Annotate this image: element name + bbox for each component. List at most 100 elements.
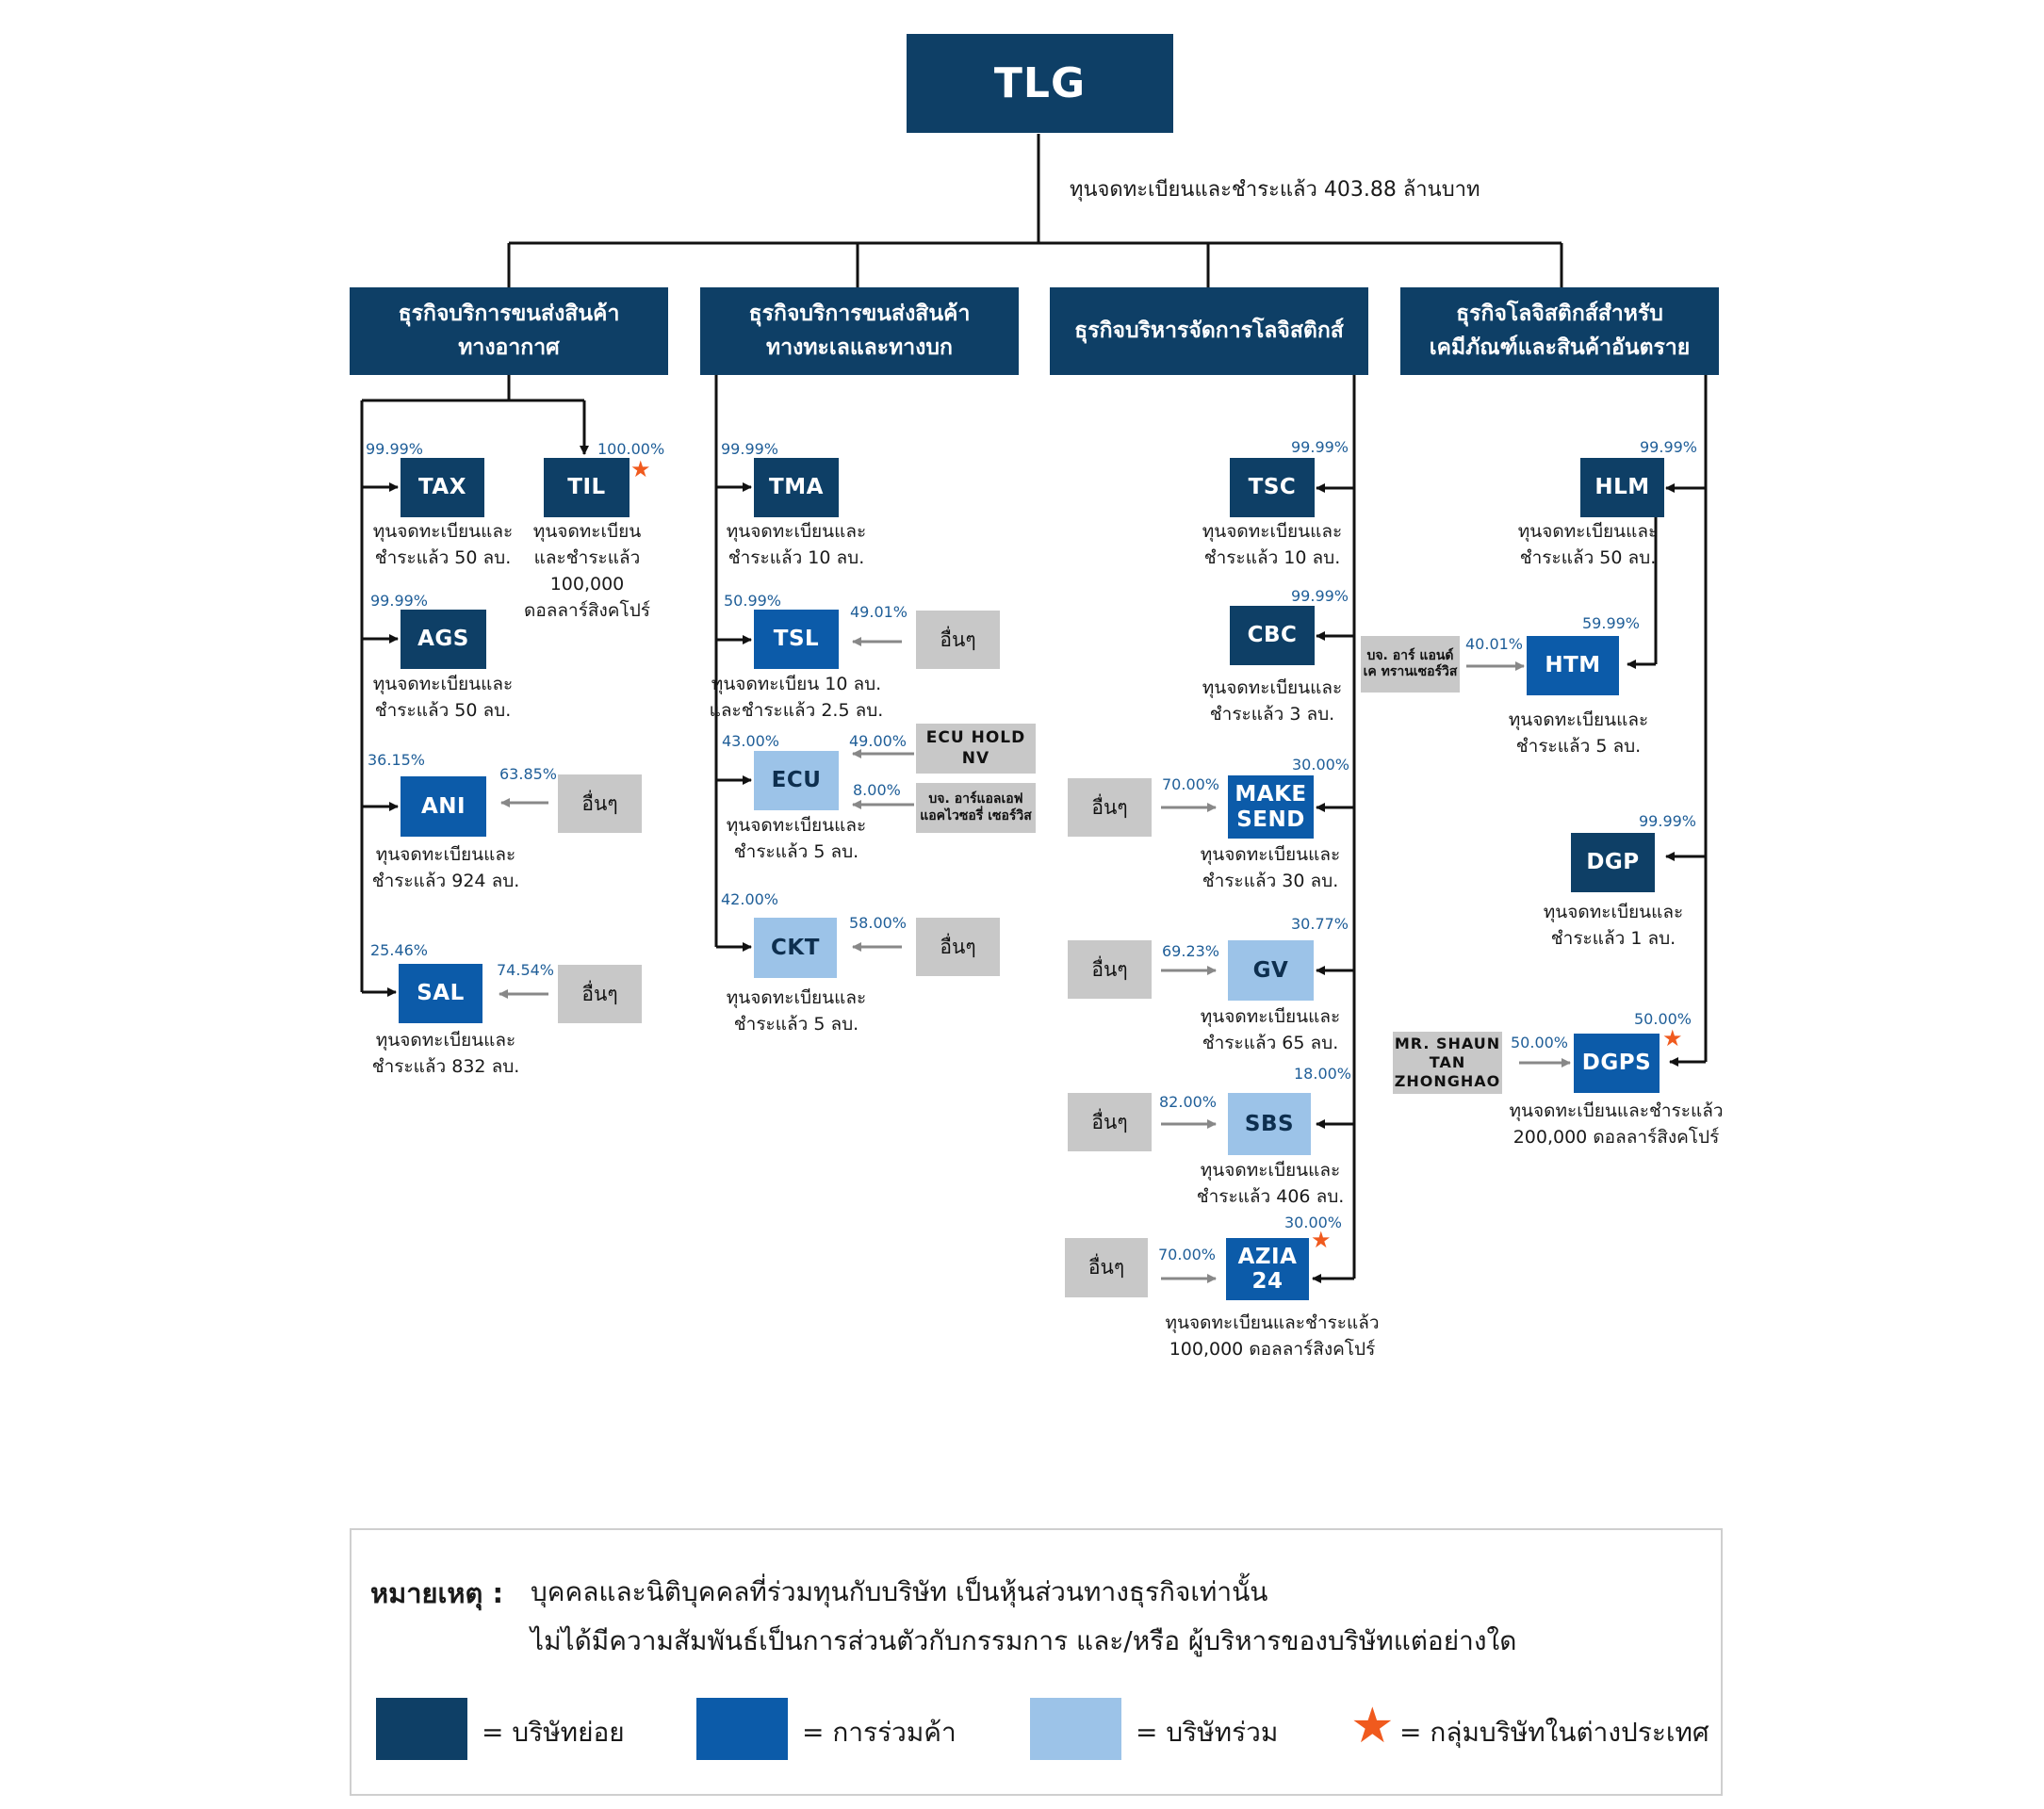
company-hlm: HLM [1580, 458, 1664, 517]
htm-others-percentage: 40.01% [1465, 635, 1524, 653]
sbs-percentage: 18.00% [1294, 1065, 1352, 1083]
company-htm: HTM [1527, 636, 1619, 695]
ckt-capital: ทุนจดทะเบียนและ ชำระแล้ว 5 ลบ. [707, 985, 886, 1037]
ecu-capital: ทุนจดทะเบียนและ ชำระแล้ว 5 ลบ. [707, 812, 886, 865]
til-percentage: 100.00% [597, 440, 665, 458]
root-company-tlg: TLG [907, 34, 1173, 133]
company-ani: ANI [401, 776, 486, 837]
root-capital: ทุนจดทะเบียนและชำระแล้ว 403.88 ล้านบาท [1070, 178, 1480, 202]
dgps-percentage: 50.00% [1634, 1010, 1692, 1028]
makesend-name-line2: SEND [1236, 807, 1305, 832]
note-label: หมายเหตุ : [370, 1577, 504, 1609]
hlm-capital-line1: ทุนจดทะเบียนและ [1517, 521, 1659, 542]
cbc-percentage: 99.99% [1291, 587, 1349, 605]
sal-other-shareholders: อื่นๆ [558, 965, 642, 1023]
ags-percentage: 99.99% [370, 592, 429, 610]
cbc-capital-line1: ทุนจดทะเบียนและ [1202, 677, 1343, 698]
cbc-capital-line2: ชำระแล้ว 3 ลบ. [1209, 704, 1335, 725]
ecu-rlf-shareholder: บจ. อาร์แอลเอฟ แอคไวซอรี่ เซอร์วิส [916, 783, 1036, 833]
ags-capital-line2: ชำระแล้ว 50 ลบ. [374, 700, 512, 721]
ecu-capital-line1: ทุนจดทะเบียนและ [726, 815, 867, 836]
ecu-capital-line2: ชำระแล้ว 5 ลบ. [733, 841, 859, 862]
tsl-other-shareholders: อื่นๆ [916, 611, 1000, 669]
section-sea-land-freight: ธุรกิจบริการขนส่งสินค้า ทางทะเลและทางบก [700, 287, 1019, 375]
ani-other-shareholders: อื่นๆ [558, 774, 642, 833]
legend-swatch-joint-venture [696, 1698, 788, 1760]
dgp-capital: ทุนจดทะเบียนและ ชำระแล้ว 1 ลบ. [1524, 899, 1703, 952]
makesend-others-percentage: 70.00% [1162, 775, 1220, 793]
dgp-capital-line1: ทุนจดทะเบียนและ [1543, 902, 1684, 922]
ckt-others-percentage: 58.00% [849, 914, 908, 932]
ecu-rlf-line1: บจ. อาร์แอลเอฟ [928, 791, 1023, 807]
gv-other-shareholders: อื่นๆ [1068, 940, 1152, 999]
azia-percentage: 30.00% [1284, 1214, 1343, 1231]
legend-associate: = บริษัทร่วม [1136, 1717, 1279, 1748]
legend-swatch-associate [1030, 1698, 1121, 1760]
section-sea-line1: ธุรกิจบริการขนส่งสินค้า [748, 301, 971, 326]
ecu-hold-line1: ECU HOLD [925, 728, 1026, 748]
til-capital-line3: 100,000 [549, 574, 625, 595]
ani-others-percentage: 63.85% [499, 765, 558, 783]
legend-subsidiary: = บริษัทย่อย [482, 1717, 625, 1748]
ckt-percentage: 42.00% [721, 890, 779, 908]
company-sbs: SBS [1228, 1093, 1311, 1155]
note-line2: ไม่ได้มีความสัมพันธ์เป็นการส่วนตัวกับกรร… [531, 1625, 1517, 1656]
company-ecu: ECU [754, 751, 839, 810]
section-logistics-line1: ธุรกิจบริหารจัดการโลจิสติกส์ [1074, 318, 1344, 343]
ags-capital: ทุนจดทะเบียนและ ชำระแล้ว 50 ลบ. [353, 671, 532, 724]
note-line1: บุคคลและนิติบุคคลที่ร่วมทุนกับบริษัท เป็… [531, 1576, 1268, 1607]
tsl-capital: ทุนจดทะเบียน 10 ลบ. และชำระแล้ว 2.5 ลบ. [697, 671, 895, 724]
tsl-capital-line1: ทุนจดทะเบียน 10 ลบ. [711, 674, 882, 694]
sbs-others-percentage: 82.00% [1159, 1093, 1218, 1111]
dgps-capital-line1: ทุนจดทะเบียนและชำระแล้ว [1509, 1100, 1724, 1121]
makesend-name-line1: MAKE [1235, 782, 1307, 807]
tsc-capital: ทุนจดทะเบียนและ ชำระแล้ว 10 ลบ. [1183, 518, 1362, 571]
company-ags: AGS [401, 610, 486, 669]
legend-joint-venture: = การร่วมค้า [802, 1717, 957, 1748]
company-dgp: DGP [1571, 833, 1655, 892]
dgps-others-percentage: 50.00% [1511, 1034, 1569, 1051]
tax-capital-line2: ชำระแล้ว 50 ลบ. [374, 547, 512, 568]
dgps-capital: ทุนจดทะเบียนและชำระแล้ว 200,000 ดอลลาร์ส… [1498, 1098, 1734, 1150]
star-icon: ★ [1350, 1698, 1395, 1754]
section-chemical-logistics: ธุรกิจโลจิสติกส์สำหรับ เคมีภัณฑ์และสินค้… [1400, 287, 1719, 375]
ani-percentage: 36.15% [368, 751, 426, 769]
sal-percentage: 25.46% [370, 941, 429, 959]
gv-capital-line1: ทุนจดทะเบียนและ [1200, 1006, 1341, 1027]
tsc-capital-line1: ทุนจดทะเบียนและ [1202, 521, 1343, 542]
sal-others-percentage: 74.54% [497, 961, 555, 979]
sal-capital-line2: ชำระแล้ว 832 ลบ. [371, 1056, 520, 1077]
shaun-line1: MR. SHAUN [1394, 1035, 1501, 1052]
section-logistics-management: ธุรกิจบริหารจัดการโลจิสติกส์ [1050, 287, 1368, 375]
hlm-capital: ทุนจดทะเบียนและ ชำระแล้ว 50 ลบ. [1498, 518, 1677, 571]
hlm-percentage: 99.99% [1640, 438, 1698, 456]
company-gv: GV [1228, 940, 1314, 1001]
ags-capital-line1: ทุนจดทะเบียนและ [372, 674, 514, 694]
company-tsl: TSL [754, 610, 839, 669]
ani-capital-line2: ชำระแล้ว 924 ลบ. [371, 871, 520, 891]
azia-capital: ทุนจดทะเบียนและชำระแล้ว 100,000 ดอลลาร์ส… [1154, 1310, 1390, 1362]
tax-capital: ทุนจดทะเบียนและ ชำระแล้ว 50 ลบ. [353, 518, 532, 571]
tma-capital-line1: ทุนจดทะเบียนและ [726, 521, 867, 542]
company-til: TIL [544, 458, 630, 517]
legend-swatch-subsidiary [376, 1698, 467, 1760]
gv-others-percentage: 69.23% [1162, 942, 1220, 960]
til-capital-line4: ดอลลาร์สิงคโปร์ [524, 600, 650, 621]
til-capital-line1: ทุนจดทะเบียน [532, 521, 642, 542]
htm-capital-line2: ชำระแล้ว 5 ลบ. [1515, 736, 1642, 757]
hlm-capital-line2: ชำระแล้ว 50 ลบ. [1519, 547, 1657, 568]
azia-other-shareholders: อื่นๆ [1065, 1238, 1148, 1297]
azia-others-percentage: 70.00% [1158, 1246, 1217, 1263]
tsl-capital-line2: และชำระแล้ว 2.5 ลบ. [709, 700, 884, 721]
section-air-line2: ทางอากาศ [458, 334, 560, 360]
section-chem-line1: ธุรกิจโลจิสติกส์สำหรับ [1456, 301, 1663, 326]
ani-capital: ทุนจดทะเบียนและ ชำระแล้ว 924 ลบ. [356, 841, 535, 894]
ckt-capital-line2: ชำระแล้ว 5 ลบ. [733, 1014, 859, 1035]
company-azia-24: AZIA 24 [1226, 1238, 1309, 1300]
htm-percentage: 59.99% [1582, 614, 1641, 632]
section-air-freight: ธุรกิจบริการขนส่งสินค้า ทางอากาศ [350, 287, 668, 375]
tma-percentage: 99.99% [721, 440, 779, 458]
company-sal: SAL [399, 964, 482, 1023]
tsl-percentage: 50.99% [724, 592, 782, 610]
